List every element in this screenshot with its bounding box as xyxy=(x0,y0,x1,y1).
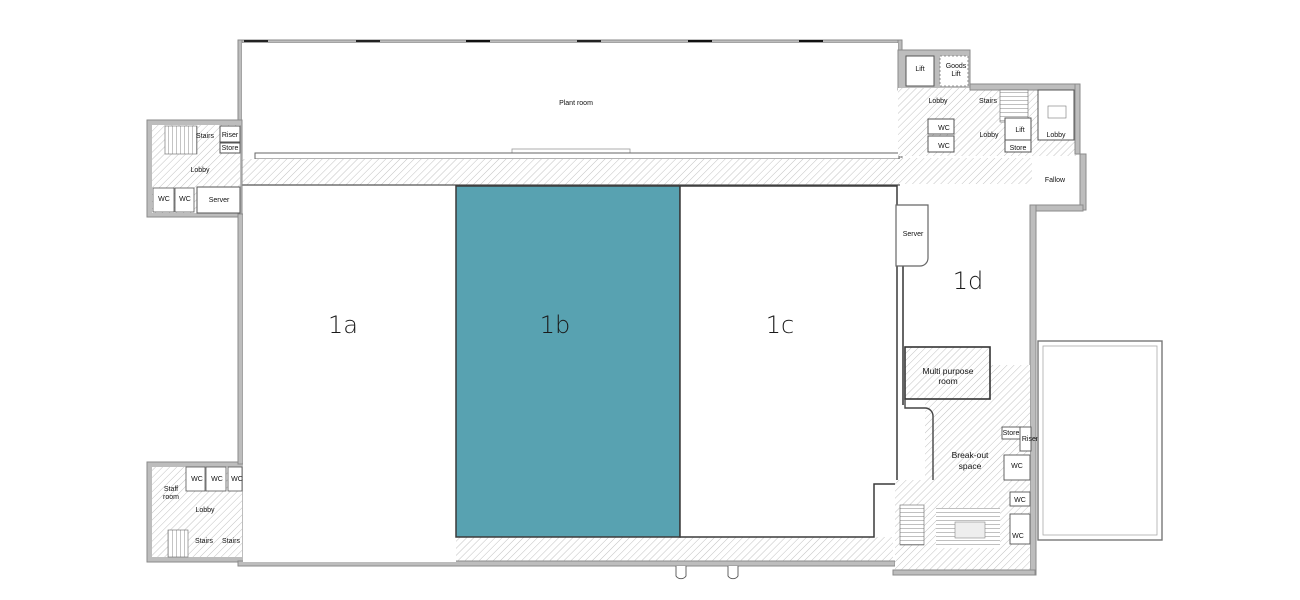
unit-1d[interactable]: 1d xyxy=(902,185,1032,405)
north-corridor xyxy=(240,159,900,185)
room-label: Lobby xyxy=(979,132,999,139)
room-label: Store xyxy=(1010,145,1027,152)
room-label: Lift xyxy=(915,66,924,73)
room-label: space xyxy=(959,461,982,471)
unit-1c-label: 1c xyxy=(766,311,794,339)
room-label: Lift xyxy=(951,71,960,78)
room-label: WC xyxy=(179,196,191,203)
unit-1a-label: 1a xyxy=(328,311,358,339)
room-label: Staff xyxy=(164,486,178,493)
room-label: Riser xyxy=(1022,436,1039,443)
room-label: room xyxy=(163,494,179,501)
room-label: WC xyxy=(1014,497,1026,504)
south-east-toilets: Store Riser WC WC WC xyxy=(1001,426,1039,545)
unit-1a[interactable]: 1a xyxy=(243,186,456,562)
room-label: WC xyxy=(938,143,950,150)
room-label: Stairs xyxy=(222,538,240,545)
room-label: Stairs xyxy=(195,538,213,545)
room-label: Lobby xyxy=(928,98,948,105)
room-label: Server xyxy=(903,231,924,238)
room-label: Server xyxy=(209,197,230,204)
room-label: WC xyxy=(231,476,243,483)
room-label: Stairs xyxy=(196,133,214,140)
plant-room-label: Plant room xyxy=(559,100,593,107)
room-label: Store xyxy=(1003,430,1020,437)
room-label: Fallow xyxy=(1045,177,1066,184)
room-label: WC xyxy=(1011,463,1023,470)
west-north-core: Stairs Riser Store Lobby WC WC Server xyxy=(146,119,243,218)
north-east-core: Lift Goods Lift Lobby Stairs WC WC Lobby… xyxy=(897,49,1087,212)
unit-1c[interactable]: 1c xyxy=(679,185,898,538)
unit-1b[interactable]: 1b xyxy=(455,185,681,538)
room-label: Multi purpose xyxy=(922,366,973,376)
east-server: Server xyxy=(895,204,929,267)
room-label: Goods xyxy=(946,63,967,70)
room-label: Lobby xyxy=(1046,132,1066,139)
multi-purpose-room: Multi purpose room xyxy=(904,346,991,400)
east-terrace xyxy=(1037,340,1163,541)
room-label: WC xyxy=(211,476,223,483)
room-label: WC xyxy=(938,125,950,132)
room-label: WC xyxy=(191,476,203,483)
room-label: Store xyxy=(222,145,239,152)
room-label: Lift xyxy=(1015,127,1024,134)
room-label: Stairs xyxy=(979,98,997,105)
room-label: Lobby xyxy=(190,167,210,174)
plant-room: Plant room xyxy=(237,39,903,161)
room-label: Riser xyxy=(222,132,239,139)
room-label: Lobby xyxy=(195,507,215,514)
room-label: Break-out xyxy=(952,450,989,460)
room-label: WC xyxy=(158,196,170,203)
west-south-core: Staff room WC WC WC Lobby Stairs Stairs xyxy=(146,461,245,563)
unit-1b-label: 1b xyxy=(540,311,571,339)
unit-1d-label: 1d xyxy=(953,267,984,295)
room-label: room xyxy=(938,376,957,386)
room-label: WC xyxy=(1012,533,1024,540)
